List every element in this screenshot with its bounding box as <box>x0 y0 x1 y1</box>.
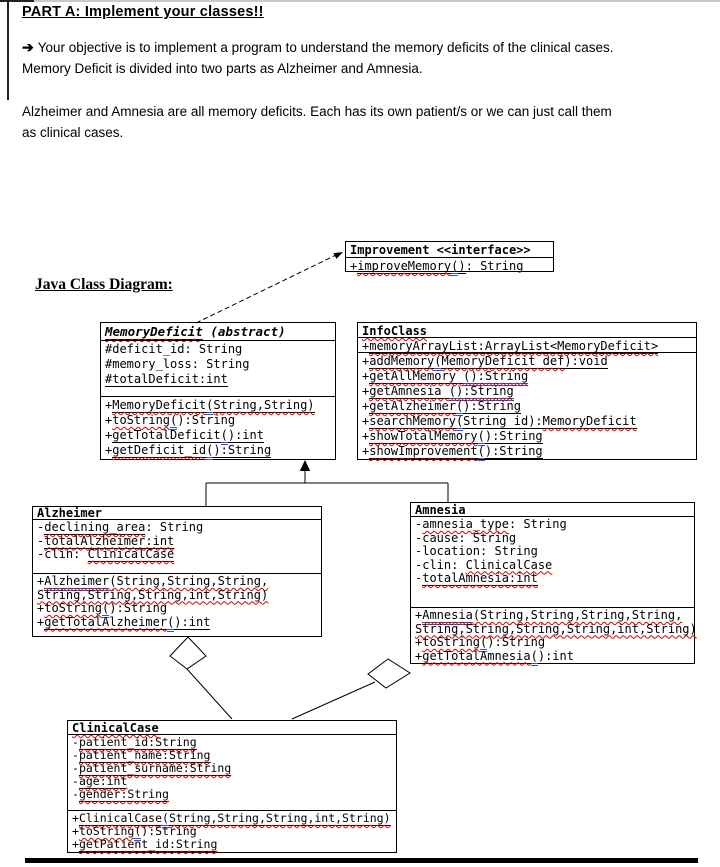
uml-line: +Amnesia(String,String,String,String, <box>415 608 690 625</box>
uml-line: #deficit_id: String <box>105 342 243 356</box>
uml-line: -amnesia_type: String <box>415 517 567 531</box>
left-border-line <box>7 0 9 100</box>
body-line-1: Alzheimer and Amnesia are all memory def… <box>22 104 612 119</box>
class-box-clinicalcase: ClinicalCase -patient_id:String-patient_… <box>67 720 397 853</box>
aggregation-alzheimer-clinicalcase <box>169 636 233 720</box>
uml-line: +getDeficit_id():String <box>105 443 331 460</box>
uml-line: +getTotalDeficit():int <box>105 428 331 445</box>
top-border-line <box>0 0 720 2</box>
uml-line: +MemoryDeficit(String,String) <box>105 398 331 415</box>
class-methods-amnesia: +Amnesia(String,String,String,String,Str… <box>411 607 697 666</box>
uml-line: -age:int <box>72 774 128 789</box>
uml-line: +showImprovement():String <box>362 444 692 461</box>
uml-line: -patient_id:String <box>72 735 197 750</box>
uml-line: +toString():String <box>105 413 331 430</box>
uml-line: Alzheimer <box>37 506 103 520</box>
uml-line: +improveMemory(): String <box>350 259 549 276</box>
intro-line-1: ➔Your objective is to implement a progra… <box>22 37 702 58</box>
uml-line: #totalDeficit:int <box>105 372 228 387</box>
top-border-dark-segment <box>0 0 34 2</box>
uml-line: +toString():String <box>37 601 317 618</box>
part-a-heading: PART A: Implement your classes!! <box>22 4 264 20</box>
body-paragraph: Alzheimer and Amnesia are all memory def… <box>22 101 702 143</box>
class-title-alzheimer: Alzheimer <box>33 507 321 519</box>
body-line-2: as clinical cases. <box>22 125 124 140</box>
uml-line: InfoClass <box>362 324 428 338</box>
class-attributes-memorydeficit: #deficit_id: String#memory_loss: String#… <box>101 340 335 396</box>
aggregation-diamond-amnesia <box>367 658 411 689</box>
class-attributes-infoclass: +memoryArrayList:ArrayList<MemoryDeficit… <box>358 337 696 354</box>
uml-line: #memory_loss: String <box>105 357 250 371</box>
class-box-memorydeficit: MemoryDeficit (abstract) #deficit_id: St… <box>100 322 336 460</box>
uml-line: +searchMemory(String id):MemoryDeficit <box>362 414 692 431</box>
class-methods-alzheimer: +Alzheimer(String,String,String,String,S… <box>33 573 321 636</box>
class-title-clinicalcase: ClinicalCase <box>68 721 396 734</box>
inheritance-connector <box>205 460 449 507</box>
uml-line: ClinicalCase <box>72 721 159 735</box>
uml-line: -totalAlzheimer:int <box>37 533 175 549</box>
uml-line: +addMemory(MemoryDeficit def):void <box>362 354 692 371</box>
uml-line: +getTotalAmnesia():int <box>415 648 690 666</box>
bottom-border-bar <box>25 858 698 863</box>
uml-line: +Alzheimer(String,String,String, <box>37 574 317 591</box>
uml-line: -patient_name:String <box>72 748 211 763</box>
uml-line: +toString():String <box>72 824 392 841</box>
arrow-bullet-icon: ➔ <box>22 39 34 55</box>
uml-line: Amnesia <box>415 503 466 517</box>
class-box-alzheimer: Alzheimer -declining_area: String-totalA… <box>32 506 322 637</box>
uml-line: -totalAmnesia:int <box>415 571 538 586</box>
class-box-improvement: Improvement <<interface>> +improveMemory… <box>345 241 554 276</box>
uml-line: -cause: String <box>415 530 517 545</box>
uml-line: String,String,String,String,int,String) <box>415 621 697 636</box>
class-title-improvement: Improvement <<interface>> <box>346 242 553 257</box>
intro-paragraph: ➔Your objective is to implement a progra… <box>22 37 702 79</box>
uml-line: -location: String <box>415 544 538 558</box>
uml-line: -clin: ClinicalCase <box>37 547 175 562</box>
java-class-diagram-heading: Java Class Diagram: <box>35 276 173 293</box>
uml-line: -declining_area: String <box>37 520 204 535</box>
class-title-amnesia: Amnesia <box>411 503 694 516</box>
uml-line: String,String,String,int,String) <box>37 587 269 602</box>
uml-line: +toString():String <box>415 635 690 652</box>
uml-line: +getAllMemory ():String <box>362 369 692 386</box>
uml-line: -clin: ClinicalCase <box>415 557 553 572</box>
uml-line: +memoryArrayList:ArrayList<MemoryDeficit… <box>362 339 659 354</box>
uml-line: +getAmnesia ():String <box>362 384 692 401</box>
aggregation-diamond-alzheimer <box>169 636 207 670</box>
class-methods-improvement: +improveMemory(): String <box>346 257 553 276</box>
class-attributes-clinicalcase: -patient_id:String-patient_name:String-p… <box>68 734 396 810</box>
uml-line: MemoryDeficit (abstract) <box>105 324 286 340</box>
uml-line: +getTotalAlzheimer():int <box>37 614 317 632</box>
realization-dashed-arrow <box>195 252 343 324</box>
class-methods-infoclass: +addMemory(MemoryDeficit def):void+getAl… <box>358 352 696 461</box>
uml-line: -gender:String <box>72 787 169 802</box>
class-box-infoclass: InfoClass +memoryArrayList:ArrayList<Mem… <box>357 322 697 461</box>
aggregation-amnesia-clinicalcase <box>291 658 411 720</box>
class-methods-clinicalcase: +ClinicalCase(String,String,String,int,S… <box>68 810 396 852</box>
uml-line: +getPatient_id:String <box>72 837 218 852</box>
class-title-memorydeficit: MemoryDeficit (abstract) <box>101 323 335 340</box>
intro-line-2: Memory Deficit is divided into two parts… <box>22 61 423 76</box>
class-title-infoclass: InfoClass <box>358 323 696 338</box>
uml-line: +getAlzheimer():String <box>362 399 692 416</box>
class-attributes-alzheimer: -declining_area: String-totalAlzheimer:i… <box>33 519 321 573</box>
uml-line: +ClinicalCase(String,String,String,int,S… <box>72 811 392 828</box>
class-methods-memorydeficit: +MemoryDeficit(String,String)+toString()… <box>101 396 335 460</box>
class-attributes-amnesia: -amnesia_type: String-cause: String-loca… <box>411 516 694 607</box>
uml-line: +showTotalMemory():String <box>362 429 692 446</box>
class-box-amnesia: Amnesia -amnesia_type: String-cause: Str… <box>410 502 697 666</box>
uml-line: Improvement <<interface>> <box>350 243 531 257</box>
intro-line-1-text: Your objective is to implement a program… <box>37 40 614 55</box>
uml-line: -patient_surname:String <box>72 761 232 776</box>
